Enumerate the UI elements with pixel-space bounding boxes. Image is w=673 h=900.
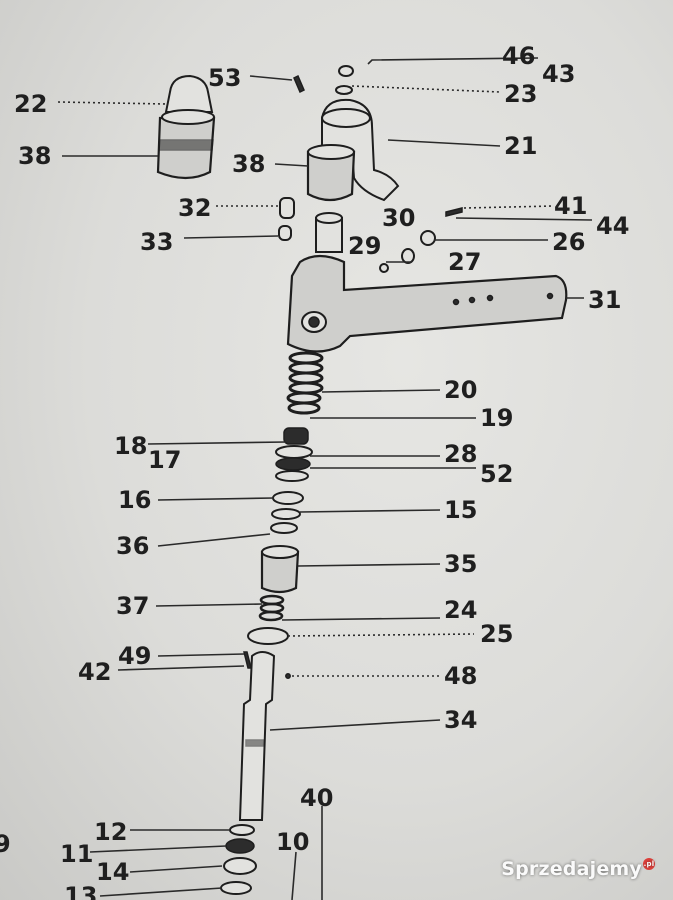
part-label: 19 [480, 404, 513, 432]
part-number-labels: 53 22 38 46 43 23 21 38 41 44 32 30 26 3… [0, 42, 629, 900]
part-label: 14 [96, 858, 129, 886]
part-label: 46 [502, 42, 535, 70]
part-label: 38 [18, 142, 51, 170]
arm-body-part [286, 254, 568, 353]
part-label: 49 [118, 642, 151, 670]
spring-part [286, 351, 324, 415]
part-label: 22 [14, 90, 47, 118]
part-label: 18 [114, 432, 147, 460]
part-label: 26 [552, 228, 585, 256]
washer-stack-part [275, 427, 313, 482]
part-label: 23 [504, 80, 537, 108]
part-label: 43 [542, 60, 575, 88]
part-label: 52 [480, 460, 513, 488]
part-label: 16 [118, 486, 151, 514]
watermark-logo: Sprzedajemy.pl [501, 858, 655, 880]
part-label: 24 [444, 596, 477, 624]
pin-part [293, 74, 305, 94]
watermark-text: Sprzedajemy [501, 858, 642, 880]
part-label: 42 [78, 658, 111, 686]
part-label: 9 [0, 830, 11, 858]
part-label: 15 [444, 496, 477, 524]
ring-part [420, 230, 436, 246]
part-label: 13 [64, 882, 97, 900]
part-label: 34 [444, 706, 477, 734]
part-label: 12 [94, 818, 127, 846]
watermark-badge: .pl [643, 858, 655, 870]
part-label: 27 [448, 248, 481, 276]
dot-part [285, 673, 291, 679]
part-label: 40 [300, 784, 333, 812]
ring-part [270, 522, 298, 534]
part-label: 20 [444, 376, 477, 404]
part-label: 35 [444, 550, 477, 578]
shaft-part [238, 651, 276, 821]
part-label: 41 [554, 192, 587, 220]
small-spring-part [258, 594, 285, 622]
ring-part [272, 491, 304, 505]
ball-part [379, 263, 389, 273]
washer-part [338, 65, 354, 77]
bushing-part [260, 545, 300, 594]
part-label: 10 [276, 828, 309, 856]
pin-part [445, 207, 463, 217]
part-label: 31 [588, 286, 621, 314]
part-label: 38 [232, 150, 265, 178]
roller-part [278, 225, 292, 241]
leader-lines [57, 57, 593, 900]
ring-part [401, 248, 415, 264]
part-label: 29 [348, 232, 381, 260]
washer-part [335, 85, 353, 95]
part-label: 25 [480, 620, 513, 648]
part-label: 32 [178, 194, 211, 222]
bottom-ring-stack [220, 824, 257, 895]
handle-part [321, 98, 400, 202]
ring-part [247, 627, 289, 645]
part-label: 11 [60, 840, 93, 868]
part-label: 28 [444, 440, 477, 468]
ring-part [271, 508, 301, 520]
part-label: 37 [116, 592, 149, 620]
part-label: 33 [140, 228, 173, 256]
part-label: 36 [116, 532, 149, 560]
sleeve-top [307, 144, 355, 160]
part-label: 44 [596, 212, 629, 240]
part-label: 21 [504, 132, 537, 160]
part-label: 53 [208, 64, 241, 92]
pin-part [243, 651, 252, 669]
part-label: 30 [382, 204, 415, 232]
roller-part [279, 197, 295, 219]
cap-part [156, 74, 216, 180]
sleeve-part [306, 150, 356, 202]
part-label: 17 [148, 446, 181, 474]
spindle-stub-top [315, 212, 343, 224]
part-label: 48 [444, 662, 477, 690]
